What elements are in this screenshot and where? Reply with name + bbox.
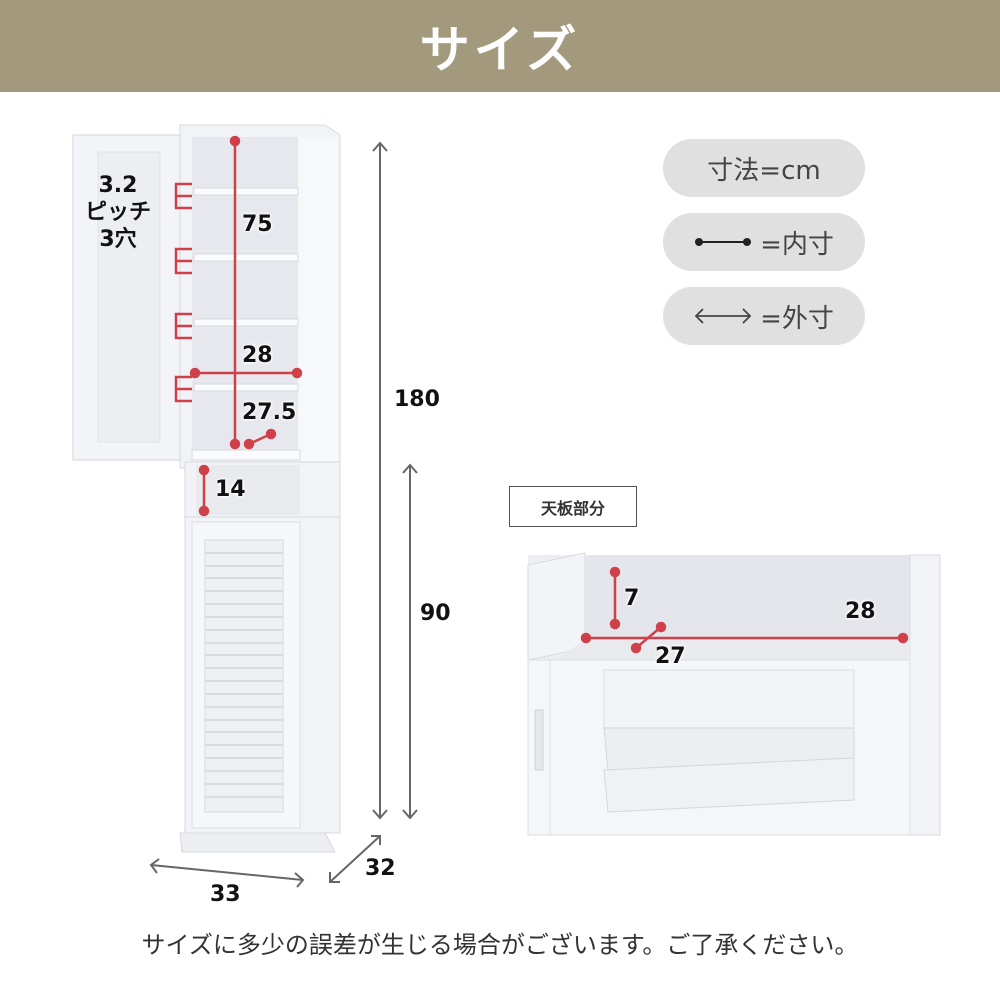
dim-inner-height-upper: 75 [242, 212, 273, 237]
dim-inner-width: 28 [242, 343, 273, 368]
pitch-text: ピッチ [84, 200, 151, 225]
legend-unit: 寸法=cm [663, 139, 865, 197]
dim-depth: 32 [365, 856, 396, 881]
legend-inner: =内寸 [663, 213, 865, 271]
dim-lower-height: 90 [420, 601, 451, 626]
dim-width: 33 [210, 882, 241, 907]
footer-note: サイズに多少の誤差が生じる場合がございます。ご了承ください。 [141, 931, 859, 959]
legend-outer-label: =外寸 [760, 303, 834, 334]
top-panel-dim-width: 28 [845, 599, 876, 624]
pitch-holes: 3穴 [99, 227, 137, 252]
dim-open-shelf-height: 14 [215, 477, 246, 502]
legend-outer: =外寸 [663, 287, 865, 345]
dot-line-icon [695, 238, 752, 246]
top-panel-tag-label: 天板部分 [540, 498, 605, 518]
double-arrow-icon [694, 308, 752, 324]
top-panel-dim-height: 7 [624, 586, 640, 611]
pitch-value: 3.2 [98, 173, 138, 198]
header-banner: サイズ [0, 0, 1000, 92]
page-title: サイズ [419, 21, 581, 79]
legend-unit-label: 寸法=cm [707, 155, 821, 186]
top-panel-tag: 天板部分 [509, 486, 637, 527]
pitch-label: 3.2 ピッチ 3穴 [78, 172, 158, 253]
dim-inner-depth: 27.5 [242, 400, 297, 425]
top-panel-dim-depth: 27 [655, 644, 686, 669]
dim-total-height: 180 [394, 387, 440, 412]
legend-inner-label: =内寸 [760, 229, 834, 260]
